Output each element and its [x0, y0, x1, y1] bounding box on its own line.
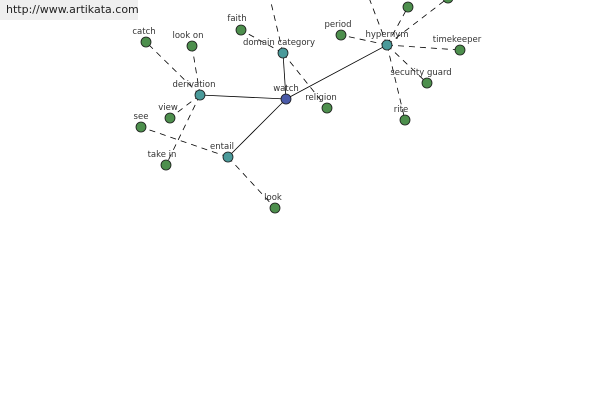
- node-view[interactable]: [164, 112, 176, 124]
- node-timekeeper[interactable]: [454, 44, 466, 56]
- node-watch[interactable]: [280, 93, 292, 105]
- node-label-look-on[interactable]: look on: [173, 31, 204, 41]
- node-label-rite[interactable]: rite: [394, 105, 408, 115]
- edge-derivation-take_in: [165, 94, 201, 166]
- edge-derivation-look_on: [191, 45, 201, 96]
- node-domain-category[interactable]: [277, 47, 289, 59]
- edge-entail-see: [140, 126, 229, 158]
- node-label-look[interactable]: look: [264, 193, 282, 203]
- node-label-period[interactable]: period: [324, 20, 351, 30]
- edge-watch-entail: [227, 98, 287, 158]
- node-catch[interactable]: [140, 36, 152, 48]
- edge-hypernym-rite: [386, 44, 406, 121]
- node-unlabeled-top-2[interactable]: [442, 0, 454, 4]
- edges: [140, 0, 461, 209]
- edge-watch-derivation: [199, 94, 287, 100]
- node-period[interactable]: [335, 29, 347, 41]
- edge-entail-look: [227, 156, 276, 209]
- node-label-entail[interactable]: entail: [210, 142, 234, 152]
- node-label-watch[interactable]: watch: [273, 84, 299, 94]
- node-label-catch[interactable]: catch: [132, 27, 155, 37]
- edge-derivation-catch: [145, 41, 201, 96]
- node-label-timekeeper[interactable]: timekeeper: [433, 35, 482, 45]
- node-label-view[interactable]: view: [158, 103, 178, 113]
- node-label-domain-category[interactable]: domain category: [243, 38, 315, 48]
- edge-domain_category-religion: [282, 52, 328, 109]
- edge-watch-hypernym: [285, 44, 388, 100]
- node-label-see[interactable]: see: [134, 112, 149, 122]
- node-entail[interactable]: [222, 151, 234, 163]
- edge-hypernym-period: [340, 34, 388, 46]
- node-rite[interactable]: [399, 114, 411, 126]
- node-religion[interactable]: [321, 102, 333, 114]
- node-derivation[interactable]: [194, 89, 206, 101]
- node-take-in[interactable]: [160, 159, 172, 171]
- node-security-guard[interactable]: [421, 77, 433, 89]
- node-label-take-in[interactable]: take in: [148, 150, 177, 160]
- node-look-on[interactable]: [186, 40, 198, 52]
- edge-domain_category-faith: [240, 29, 284, 54]
- watermark-url[interactable]: http://www.artikata.com: [0, 0, 139, 20]
- edge-hypernym-timekeeper: [386, 44, 461, 51]
- edge-hypernym-security_guard: [386, 44, 428, 84]
- node-label-derivation[interactable]: derivation: [172, 80, 215, 90]
- node-label-faith[interactable]: faith: [227, 14, 246, 24]
- node-unlabeled-top-1[interactable]: [402, 1, 414, 13]
- nodes: watch derivation domain category hypernym en…: [132, 0, 482, 214]
- edge-hypernym-unlabeled_top_2: [386, 0, 447, 46]
- node-label-religion[interactable]: religion: [305, 93, 337, 103]
- node-see[interactable]: [135, 121, 147, 133]
- edge-watch-domain_category: [282, 52, 287, 100]
- node-label-hypernym[interactable]: hypernym: [365, 30, 408, 40]
- node-faith[interactable]: [235, 24, 247, 36]
- node-hypernym[interactable]: [381, 39, 393, 51]
- node-label-security-guard[interactable]: security guard: [390, 68, 451, 78]
- edge-hypernym-unlabeled_top_1: [386, 6, 409, 46]
- node-look[interactable]: [269, 202, 281, 214]
